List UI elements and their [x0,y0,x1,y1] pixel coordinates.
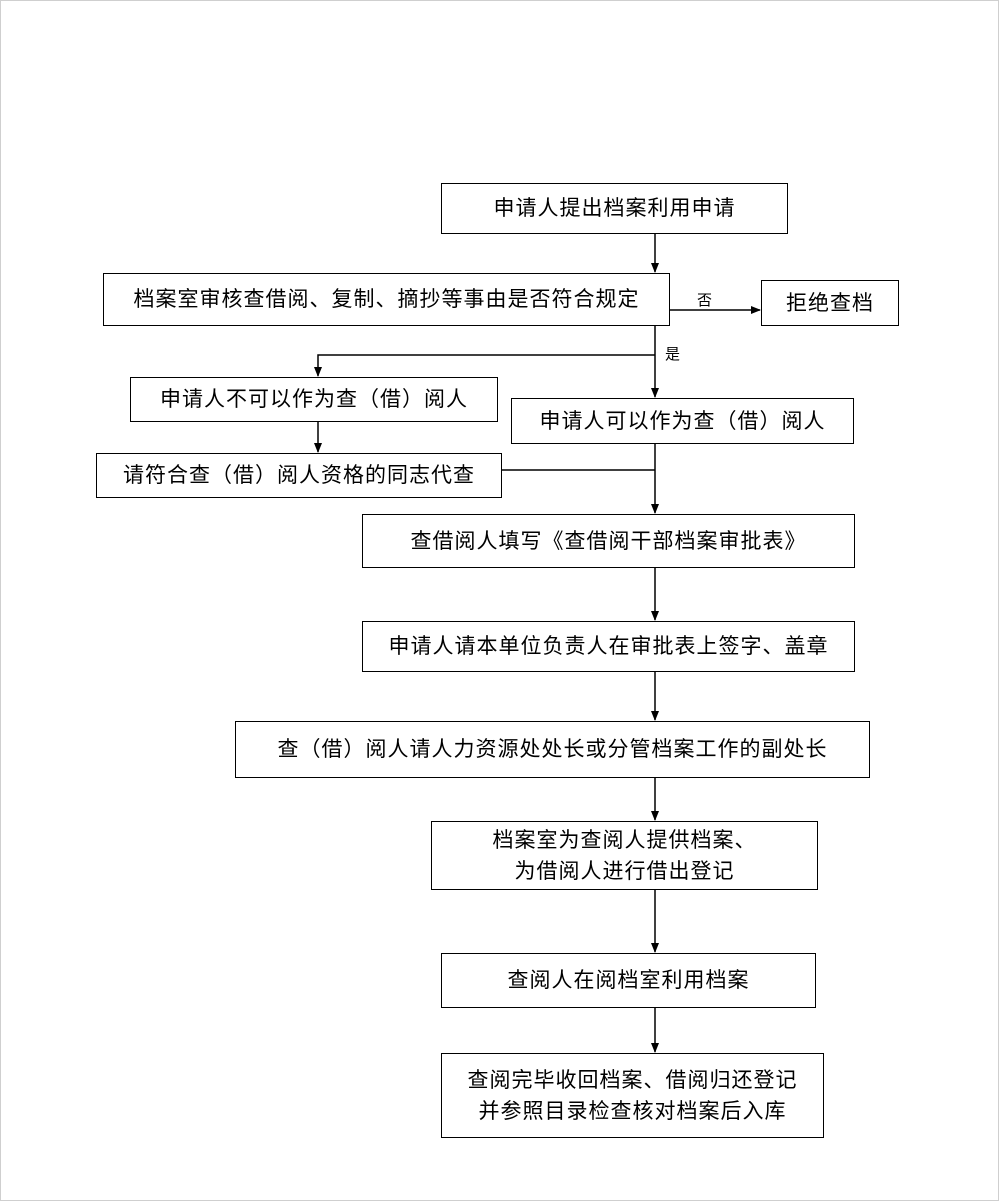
return-text: 查阅完毕收回档案、借阅归还登记 并参照目录检查核对档案后入库 [468,1065,798,1126]
approve-box: 查（借）阅人请人力资源处处长或分管档案工作的副处长 [235,721,870,778]
provide-line-2: 为借阅人进行借出登记 [514,858,735,883]
approve-text: 查（借）阅人请人力资源处处长或分管档案工作的副处长 [277,737,828,762]
sign-text: 申请人请本单位负责人在审批表上签字、盖章 [388,634,829,659]
arrow-to-cannot [314,354,655,377]
can-box: 申请人可以作为查（借）阅人 [511,398,854,444]
provide-text: 档案室为查阅人提供档案、 为借阅人进行借出登记 [493,825,757,886]
use-box: 查阅人在阅档室利用档案 [441,953,816,1008]
sign-box: 申请人请本单位负责人在审批表上签字、盖章 [362,621,855,672]
proxy-box: 请符合查（借）阅人资格的同志代查 [96,453,502,498]
provide-line-1: 档案室为查阅人提供档案、 [492,828,757,853]
fill-text: 查借阅人填写《查借阅干部档案审批表》 [410,528,807,553]
return-box: 查阅完毕收回档案、借阅归还登记 并参照目录检查核对档案后入库 [441,1053,824,1138]
reject-text: 拒绝查档 [786,290,874,315]
cannot-box: 申请人不可以作为查（借）阅人 [130,377,498,422]
fill-box: 查借阅人填写《查借阅干部档案审批表》 [362,514,855,568]
provide-box: 档案室为查阅人提供档案、 为借阅人进行借出登记 [431,821,818,890]
proxy-text: 请符合查（借）阅人资格的同志代查 [123,463,475,488]
review-box: 档案室审核查借阅、复制、摘抄等事由是否符合规定 [103,273,670,326]
cannot-text: 申请人不可以作为查（借）阅人 [160,387,468,412]
apply-box: 申请人提出档案利用申请 [441,183,788,234]
use-text: 查阅人在阅档室利用档案 [507,968,750,993]
can-text: 申请人可以作为查（借）阅人 [539,408,826,433]
return-line-2: 并参照目录检查核对档案后入库 [478,1098,787,1123]
label-yes: 是 [665,345,681,363]
review-text: 档案室审核查借阅、复制、摘抄等事由是否符合规定 [133,287,640,312]
label-no: 否 [697,291,713,309]
return-line-1: 查阅完毕收回档案、借阅归还登记 [467,1068,798,1093]
apply-text: 申请人提出档案利用申请 [493,196,736,221]
reject-box: 拒绝查档 [761,280,899,326]
